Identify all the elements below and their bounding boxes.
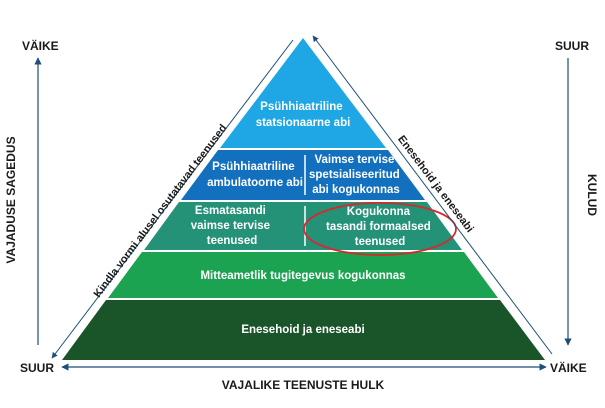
layer-third-right-label: Kogukonna tasandi formaalsed teenused xyxy=(326,206,434,248)
layer-base-label: Enesehoid ja eneseabi xyxy=(241,324,364,336)
right-axis-title: KULUD xyxy=(585,174,599,216)
layer-second-left-label: Psühhiaatriline ambulatoorne abi xyxy=(207,161,303,189)
layer-fourth-label: Mitteametlik tugitegevus kogukonnas xyxy=(200,270,405,282)
highlight-ellipse xyxy=(303,202,457,256)
corner-top-left: VÄIKE xyxy=(22,38,59,53)
corner-bottom-left: SUUR xyxy=(20,361,54,375)
left-axis-title: VAJADUSE SAGEDUS xyxy=(4,136,18,263)
layer-second-right-label: Vaimse tervise spetsialiseeritud abi kog… xyxy=(309,154,403,196)
layer-second xyxy=(181,150,425,200)
layer-third xyxy=(144,202,462,250)
layer-top xyxy=(220,38,386,148)
bottom-axis-title: VAJALIKE TEENUSTE HULK xyxy=(222,378,385,392)
corner-bottom-right: VÄIKE xyxy=(550,360,587,375)
layer-third-left-label: Esmatasandi vaimse tervise teenused xyxy=(191,205,274,247)
corner-top-right: SUUR xyxy=(555,39,589,53)
left-diagonal-arrow xyxy=(51,39,294,359)
layer-base xyxy=(62,300,545,360)
layer-fourth xyxy=(108,252,498,298)
right-diagonal-arrow xyxy=(312,35,553,355)
layer-top-label: Psühhiaatriline statsionaarne abi xyxy=(256,101,351,129)
